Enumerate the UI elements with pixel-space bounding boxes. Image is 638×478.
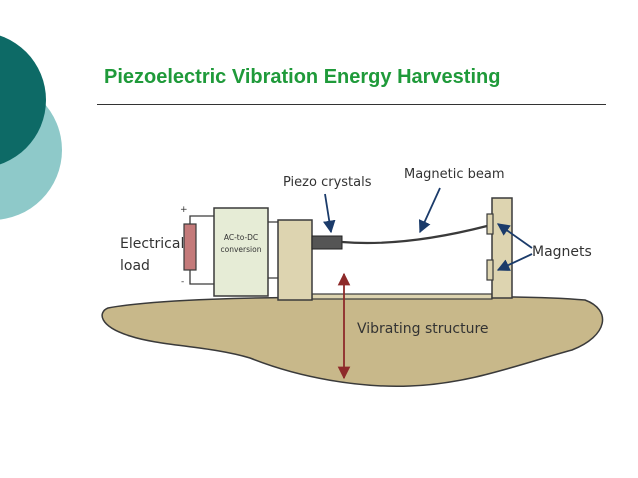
- piezo-crystals-label: Piezo crystals: [283, 175, 372, 190]
- magnets-label: Magnets: [532, 244, 592, 260]
- electrical-load-label-line1: Electrical: [120, 236, 184, 252]
- magnets-arrow-lower: [496, 253, 533, 271]
- lower-magnet: [486, 259, 494, 281]
- piezo-crystals-arrow: [323, 193, 336, 234]
- energy-harvesting-diagram: + - Electrical load AC-to-DC conversion …: [101, 167, 604, 387]
- magnetic-beam-label: Magnetic beam: [404, 167, 505, 182]
- converter-label-line2: conversion: [221, 245, 262, 254]
- wire-bottom: [189, 270, 278, 285]
- decorative-circles: [0, 35, 62, 220]
- magnet-support-post: [491, 197, 513, 299]
- upper-magnet: [486, 213, 494, 235]
- piezo-support-block: [277, 219, 313, 301]
- slide-title: Piezoelectric Vibration Energy Harvestin…: [104, 66, 501, 88]
- electrical-load-label-line2: load: [120, 258, 150, 274]
- wire-top: [189, 215, 278, 224]
- minus-sign: -: [181, 277, 184, 287]
- load-resistor: [183, 223, 197, 271]
- piezo-crystal: [311, 235, 343, 250]
- decorative-circle-dark: [0, 35, 46, 165]
- vibrating-structure-label: Vibrating structure: [357, 321, 489, 337]
- magnetic-beam: [341, 224, 488, 245]
- converter-label-line1: AC-to-DC: [224, 233, 258, 242]
- vibrating-structure-shape: [101, 295, 604, 387]
- plus-sign: +: [180, 205, 188, 215]
- magnetic-beam-arrow: [418, 187, 441, 234]
- ac-dc-converter-box: [213, 207, 269, 297]
- base-plate: [311, 293, 493, 300]
- magnets-arrow-upper: [496, 223, 533, 249]
- title-divider: [97, 104, 606, 105]
